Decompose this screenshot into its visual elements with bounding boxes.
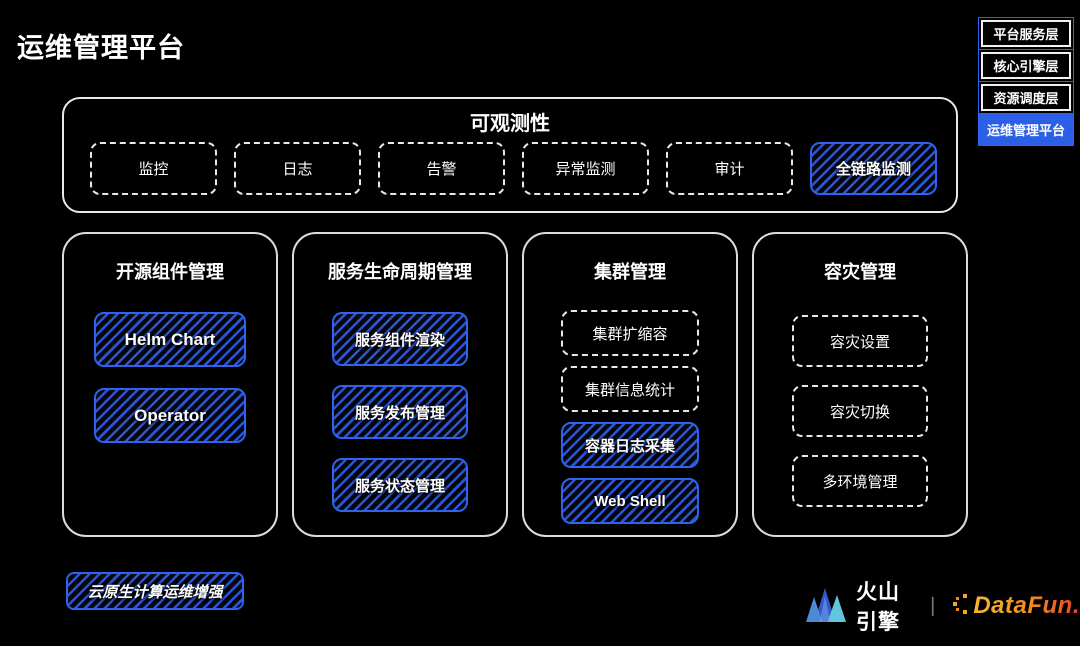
legend-item-resource-scheduling-layer: 资源调度层 xyxy=(978,81,1074,114)
node-service-component-rendering: 服务组件渲染 xyxy=(332,312,468,366)
column-items: 容灾设置 容灾切换 多环境管理 xyxy=(754,315,966,507)
page-title: 运维管理平台 xyxy=(17,33,185,63)
node-multi-environment-management: 多环境管理 xyxy=(792,455,928,507)
node-monitoring: 监控 xyxy=(90,142,217,195)
column-title: 集群管理 xyxy=(594,262,666,282)
column-title: 开源组件管理 xyxy=(116,262,224,282)
column-items: 服务组件渲染 服务发布管理 服务状态管理 xyxy=(294,312,506,512)
node-audit: 审计 xyxy=(666,142,793,195)
legend-item-ops-management-platform-active: 运维管理平台 xyxy=(978,113,1074,146)
column-cluster-management: 集群管理 集群扩缩容 集群信息统计 容器日志采集 Web Shell xyxy=(522,232,738,537)
node-full-link-monitoring: 全链路监测 xyxy=(810,142,937,195)
datafun-logo: DataFun. xyxy=(953,592,1080,621)
legend-item-core-engine-layer: 核心引擎层 xyxy=(978,49,1074,82)
node-service-release-management: 服务发布管理 xyxy=(332,385,468,439)
datafun-dots-icon xyxy=(953,592,969,621)
observability-title: 可观测性 xyxy=(470,113,550,135)
node-service-status-management: 服务状态管理 xyxy=(332,458,468,512)
column-items: Helm Chart Operator xyxy=(64,312,276,443)
volcano-engine-mountain-icon xyxy=(806,586,846,627)
datafun-wordmark: DataFun. xyxy=(973,592,1080,619)
cloud-native-ops-enhancement-tag: 云原生计算运维增强 xyxy=(66,572,244,610)
node-dr-switchover: 容灾切换 xyxy=(792,385,928,437)
column-title: 容灾管理 xyxy=(824,262,896,282)
layer-legend: 平台服务层 核心引擎层 资源调度层 运维管理平台 xyxy=(978,17,1074,146)
column-opensource-component-management: 开源组件管理 Helm Chart Operator xyxy=(62,232,278,537)
column-items: 集群扩缩容 集群信息统计 容器日志采集 Web Shell xyxy=(524,310,736,524)
legend-item-label: 平台服务层 xyxy=(981,20,1071,47)
volcano-engine-wordmark: 火山引擎 xyxy=(856,581,900,634)
node-logs: 日志 xyxy=(234,142,361,195)
legend-item-label: 核心引擎层 xyxy=(981,52,1071,79)
node-alerting: 告警 xyxy=(378,142,505,195)
node-helm-chart: Helm Chart xyxy=(94,312,246,367)
column-disaster-recovery-management: 容灾管理 容灾设置 容灾切换 多环境管理 xyxy=(752,232,968,537)
observability-group: 可观测性 监控 日志 告警 异常监测 审计 全链路监测 xyxy=(62,97,958,213)
node-cluster-scaling: 集群扩缩容 xyxy=(561,310,699,356)
observability-items: 监控 日志 告警 异常监测 审计 全链路监测 xyxy=(90,142,937,195)
legend-item-label: 资源调度层 xyxy=(981,84,1071,111)
legend-item-platform-service-layer: 平台服务层 xyxy=(978,17,1074,50)
brand-divider: | xyxy=(930,594,936,617)
node-cluster-info-statistics: 集群信息统计 xyxy=(561,366,699,412)
column-service-lifecycle-management: 服务生命周期管理 服务组件渲染 服务发布管理 服务状态管理 xyxy=(292,232,508,537)
column-title: 服务生命周期管理 xyxy=(328,262,472,282)
legend-item-label: 运维管理平台 xyxy=(986,123,1065,138)
node-anomaly-detection: 异常监测 xyxy=(522,142,649,195)
node-dr-settings: 容灾设置 xyxy=(792,315,928,367)
node-web-shell: Web Shell xyxy=(561,478,699,524)
node-container-log-collection: 容器日志采集 xyxy=(561,422,699,468)
node-operator: Operator xyxy=(94,388,246,443)
footer-brands: 火山引擎 | DataFun. xyxy=(806,581,1080,634)
